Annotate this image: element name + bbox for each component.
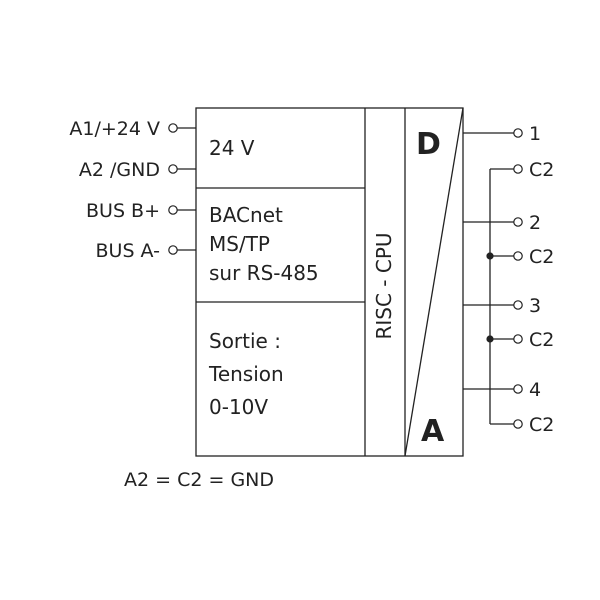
converter-analog-label: A — [421, 414, 445, 449]
terminal-bus-a — [168, 245, 178, 255]
output-label-c2-c: C2 — [529, 329, 554, 351]
output-label-c2-b: C2 — [529, 246, 554, 268]
output-block-line-3: 0-10V — [209, 395, 268, 419]
terminal-out-3 — [513, 300, 523, 310]
terminal-c2-c — [513, 334, 523, 344]
terminal-out-4 — [513, 384, 523, 394]
input-label-a1: A1/+24 V — [69, 118, 160, 140]
converter-diagonal — [404, 107, 464, 457]
comm-block-line-1: BACnet — [209, 203, 283, 227]
output-label-1: 1 — [529, 123, 541, 145]
output-label-4: 4 — [529, 379, 541, 401]
terminal-a2 — [168, 164, 178, 174]
cpu-label: RISC - CPU — [372, 232, 396, 339]
input-label-a2: A2 /GND — [79, 159, 160, 181]
input-label-bus-b: BUS B+ — [86, 200, 160, 222]
output-label-2: 2 — [529, 212, 541, 234]
terminal-c2-b — [513, 251, 523, 261]
terminal-c2-d — [513, 419, 523, 429]
output-label-c2-d: C2 — [529, 414, 554, 436]
terminal-bus-b — [168, 205, 178, 215]
comm-block-line-2: MS/TP — [209, 232, 270, 256]
junction-dot-c2b — [486, 252, 494, 260]
input-label-bus-a: BUS A- — [96, 240, 160, 262]
converter-digital-label: D — [416, 127, 441, 162]
module-box — [195, 107, 464, 457]
output-label-c2-a: C2 — [529, 159, 554, 181]
comm-block-line-3: sur RS-485 — [209, 261, 319, 285]
terminal-out-1 — [513, 128, 523, 138]
ground-note: A2 = C2 = GND — [124, 469, 274, 491]
terminal-a1 — [168, 123, 178, 133]
output-block-line-1: Sortie : — [209, 329, 281, 353]
output-label-3: 3 — [529, 295, 541, 317]
terminal-c2-a — [513, 164, 523, 174]
terminal-out-2 — [513, 217, 523, 227]
junction-dot-c2c — [486, 335, 494, 343]
output-block-line-2: Tension — [208, 362, 284, 386]
power-block-label: 24 V — [209, 136, 255, 160]
